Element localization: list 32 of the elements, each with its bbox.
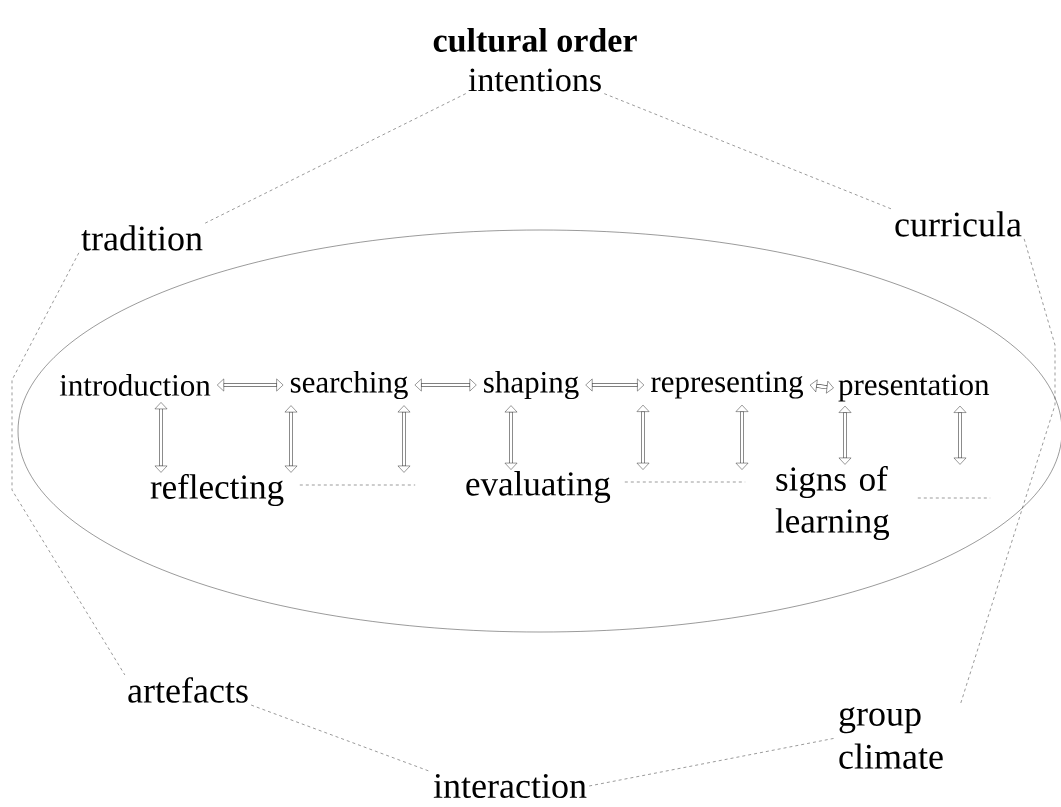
- dashed-line: [604, 93, 893, 210]
- node-label: shaping: [484, 370, 579, 400]
- title: cultural order: [433, 28, 637, 52]
- node-label: presentation: [838, 374, 990, 402]
- double-arrow: [735, 404, 749, 470]
- dashed-line: [205, 93, 466, 224]
- node-label: searching: [290, 370, 408, 400]
- double-arrow: [284, 405, 298, 473]
- double-arrow: [809, 379, 834, 394]
- node-label: signs of learning: [775, 465, 890, 541]
- double-arrow: [953, 405, 967, 465]
- node-label: introduction: [59, 374, 211, 396]
- node-label: representing: [651, 371, 804, 399]
- double-arrow: [585, 378, 645, 392]
- node-label: group climate: [839, 707, 943, 769]
- double-arrow: [154, 402, 168, 473]
- node-label: intentions: [468, 68, 601, 92]
- double-arrow: [397, 405, 411, 473]
- node-label: interaction: [433, 773, 587, 799]
- double-arrow: [217, 378, 284, 392]
- double-arrow: [636, 404, 650, 470]
- dashed-line: [960, 238, 1056, 706]
- double-arrow: [838, 405, 852, 465]
- node-label: artefacts: [128, 677, 248, 703]
- double-arrow: [414, 378, 477, 392]
- node-label: evaluating: [466, 471, 611, 503]
- dashed-line: [588, 737, 836, 787]
- node-label: reflecting: [150, 473, 284, 507]
- node-label: tradition: [81, 225, 203, 251]
- double-arrow: [504, 405, 518, 470]
- dashed-line: [11, 252, 126, 676]
- node-label: curricula: [895, 211, 1022, 237]
